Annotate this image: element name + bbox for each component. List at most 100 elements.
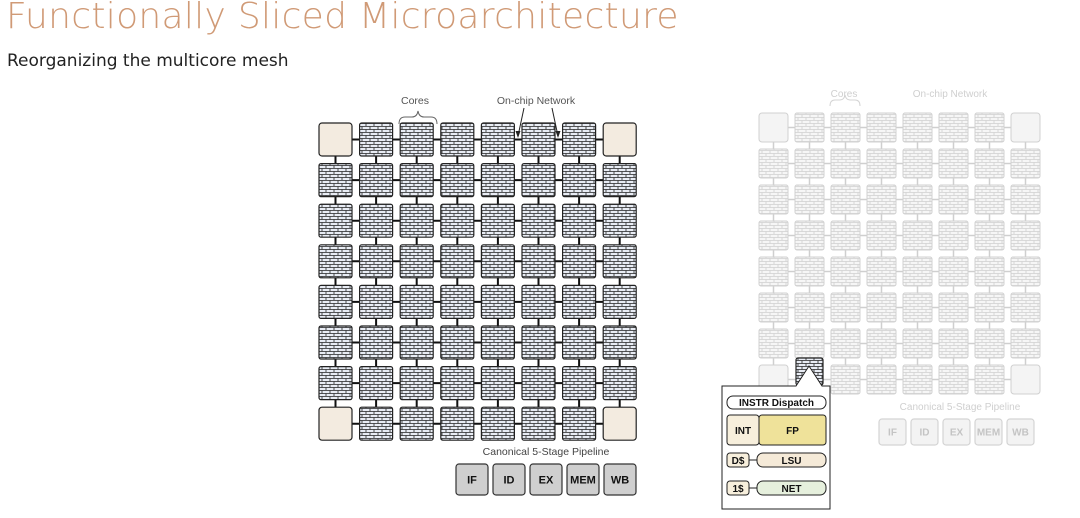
core-tile	[318, 284, 353, 319]
core-tile	[758, 184, 789, 215]
core-tile	[480, 325, 515, 360]
main-mesh: Cores On-chip Network	[318, 95, 637, 441]
core-tile	[830, 220, 861, 251]
core-tile	[480, 203, 515, 238]
core-tile	[938, 112, 969, 143]
core-tile	[938, 220, 969, 251]
core-tile	[1010, 256, 1041, 287]
faded-cores-label: Cores	[831, 89, 858, 100]
core-tile	[440, 284, 475, 319]
core-tile	[480, 284, 515, 319]
core-tile	[866, 292, 897, 323]
core-tile	[758, 148, 789, 179]
core-tile	[938, 184, 969, 215]
core-tile	[480, 244, 515, 279]
core-tile	[794, 112, 825, 143]
core-tile	[974, 148, 1005, 179]
pipeline-stage	[1006, 418, 1035, 446]
core-tile	[480, 406, 515, 441]
core-tile	[561, 284, 597, 319]
io-tile	[758, 112, 789, 143]
pipeline-stage-label: IF	[467, 474, 477, 486]
core-tile	[1010, 184, 1041, 215]
pipeline-stage-label: ID	[504, 474, 515, 486]
core-tile	[974, 220, 1005, 251]
core-tile	[399, 325, 434, 360]
io-tile	[602, 406, 637, 441]
core-tile	[830, 364, 861, 395]
core-tile	[794, 328, 825, 359]
network-arrowhead-left	[515, 131, 521, 138]
lsu-unit	[756, 452, 827, 468]
core-tile	[974, 328, 1005, 359]
core-tile	[561, 244, 597, 279]
core-tile	[602, 366, 637, 401]
slide-subtitle: Reorganizing the multicore mesh	[7, 51, 289, 71]
core-tile	[480, 366, 515, 401]
core-tile	[902, 148, 933, 179]
pipeline-stage-label: ID	[920, 428, 930, 439]
core-tile	[902, 328, 933, 359]
faded-pipeline-label: Canonical 5-Stage Pipeline	[900, 402, 1021, 413]
core-tile	[318, 325, 353, 360]
core-tile	[758, 220, 789, 251]
net-unit	[756, 480, 827, 496]
core-tile	[974, 184, 1005, 215]
core-tile	[902, 256, 933, 287]
io-tile	[1010, 112, 1041, 143]
core-tile	[561, 325, 597, 360]
core-tile	[440, 366, 475, 401]
cores-brace	[398, 110, 438, 125]
core-tile	[440, 122, 475, 157]
core-tile	[1010, 328, 1041, 359]
pipeline-stage-label: IF	[888, 428, 897, 439]
fp-unit	[758, 414, 827, 446]
io-tile	[1010, 364, 1041, 395]
network-annotation: On-chip Network	[497, 95, 576, 138]
core-tile	[974, 112, 1005, 143]
pipeline-stage	[910, 418, 939, 446]
faded-mesh-tiles	[758, 112, 1041, 395]
core-tile	[866, 328, 897, 359]
faded-network-label: On-chip Network	[913, 89, 988, 100]
core-tile	[440, 244, 475, 279]
core-tile	[521, 325, 556, 360]
core-tile	[521, 284, 556, 319]
core-tile	[794, 256, 825, 287]
core-tile	[938, 292, 969, 323]
core-tile	[359, 244, 394, 279]
core-tile	[866, 112, 897, 143]
core-tile	[830, 112, 861, 143]
core-tile	[359, 284, 394, 319]
pipeline-stage-label: WB	[1012, 428, 1029, 439]
core-tile	[602, 284, 637, 319]
core-tile	[602, 325, 637, 360]
core-tile	[938, 364, 969, 395]
core-tile	[399, 244, 434, 279]
fp-label: FP	[786, 426, 799, 437]
core-tile	[359, 122, 394, 157]
core-tile	[830, 328, 861, 359]
core-tile	[902, 292, 933, 323]
core-tile	[399, 122, 434, 157]
core-tile	[830, 292, 861, 323]
core-tile	[794, 148, 825, 179]
main-mesh-tiles	[318, 122, 637, 441]
core-tile	[521, 163, 556, 198]
faded-mesh: Cores On-chip Network	[758, 89, 1041, 395]
core-tile	[974, 256, 1005, 287]
core-tile	[440, 325, 475, 360]
core-tile	[830, 148, 861, 179]
int-label: INT	[735, 426, 751, 437]
pipeline-stage-label: EX	[950, 428, 964, 439]
core-tile	[399, 284, 434, 319]
core-tile	[902, 112, 933, 143]
pipeline-stage	[878, 418, 907, 446]
faded-cores-brace	[829, 94, 861, 107]
core-tile	[938, 328, 969, 359]
pipeline-stage	[492, 463, 526, 496]
core-tile	[318, 366, 353, 401]
core-tile	[830, 184, 861, 215]
lsu-label: LSU	[782, 456, 802, 467]
